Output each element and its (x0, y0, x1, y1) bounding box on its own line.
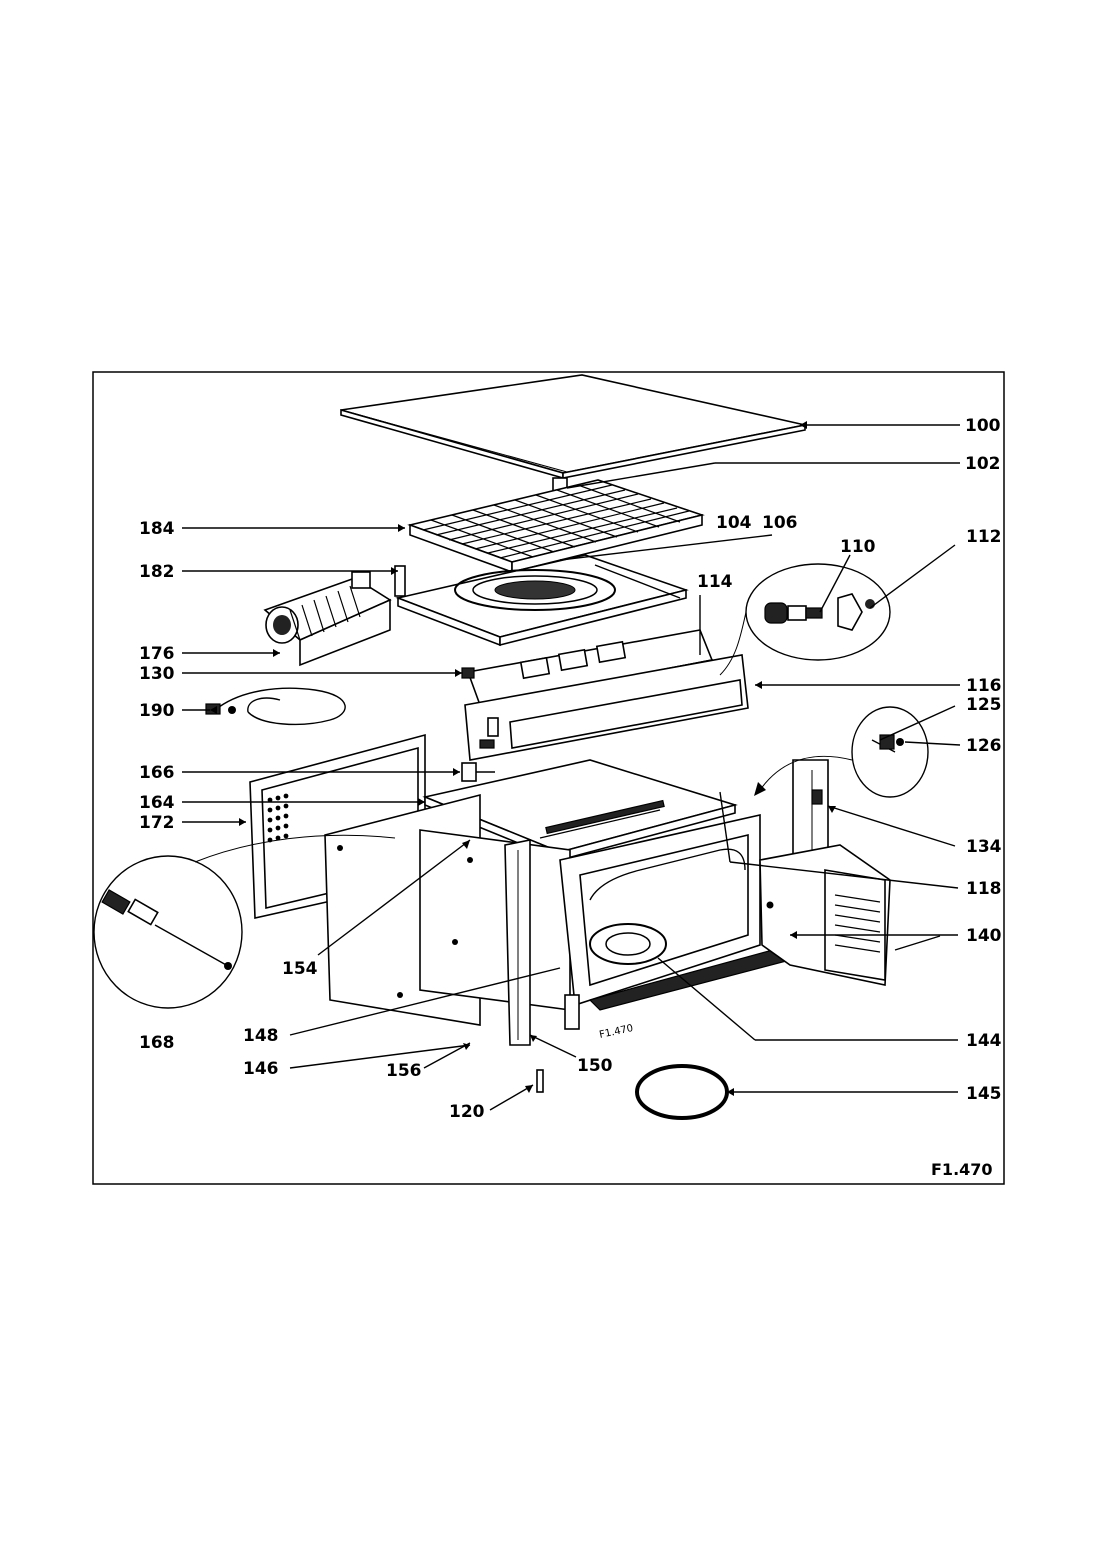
label-114: 114 (697, 572, 733, 592)
detail-link-126 (759, 755, 853, 791)
inner-side-panel (324, 793, 571, 1026)
label-104: 104 (716, 513, 752, 533)
label-156: 156 (386, 1061, 422, 1081)
label-102: 102 (965, 454, 1001, 474)
label-150: 150 (577, 1056, 613, 1076)
power-cord (205, 687, 346, 726)
label-184: 184 (139, 519, 175, 539)
leader-arrowheads (210, 421, 836, 1096)
label-190: 190 (139, 701, 175, 721)
detail-circle-switch (851, 706, 929, 798)
part-labels: 100 102 184 104 106 110 112 182 114 176 … (139, 416, 1002, 1122)
label-130: 130 (139, 664, 175, 684)
detail-circle-sensor (93, 855, 243, 1009)
detail-link-126-arrowhead (754, 782, 766, 796)
label-116: 116 (966, 676, 1002, 696)
label-145: 145 (966, 1084, 1002, 1104)
diagram-frame (92, 371, 1005, 1185)
label-110: 110 (840, 537, 876, 557)
label-166: 166 (139, 763, 175, 783)
label-182: 182 (139, 562, 175, 582)
label-106: 106 (762, 513, 798, 533)
grid-rack (407, 479, 705, 574)
heater-tray (394, 554, 689, 647)
label-112: 112 (966, 527, 1002, 547)
label-140: 140 (966, 926, 1002, 946)
leader-lines (182, 424, 961, 1111)
small-pin (536, 1069, 544, 1093)
detail-circle-lamp (745, 563, 891, 661)
label-148: 148 (243, 1026, 279, 1046)
label-125: 125 (966, 695, 1002, 715)
vertical-rail (504, 839, 531, 1046)
label-164: 164 (139, 793, 175, 813)
front-panel (464, 654, 749, 761)
label-100: 100 (965, 416, 1001, 436)
drive-ring (635, 1064, 729, 1120)
detail-link-168 (194, 834, 396, 863)
label-120: 120 (449, 1102, 485, 1122)
label-118: 118 (966, 879, 1002, 899)
label-154: 154 (282, 959, 318, 979)
figure-ref-code: F1.470 (931, 1160, 993, 1179)
top-cover-plate (340, 374, 806, 480)
small-ref-code: F1.470 (598, 1023, 634, 1041)
label-144: 144 (966, 1031, 1002, 1051)
label-134: 134 (966, 837, 1002, 857)
label-176: 176 (139, 644, 175, 664)
control-vent-block (759, 844, 891, 986)
label-168: 168 (139, 1033, 175, 1053)
label-126: 126 (966, 736, 1002, 756)
label-146: 146 (243, 1059, 279, 1079)
cross-flow-fan (263, 571, 392, 667)
detail-link-112 (719, 611, 747, 676)
label-172: 172 (139, 813, 175, 833)
rear-bracket (461, 762, 495, 782)
